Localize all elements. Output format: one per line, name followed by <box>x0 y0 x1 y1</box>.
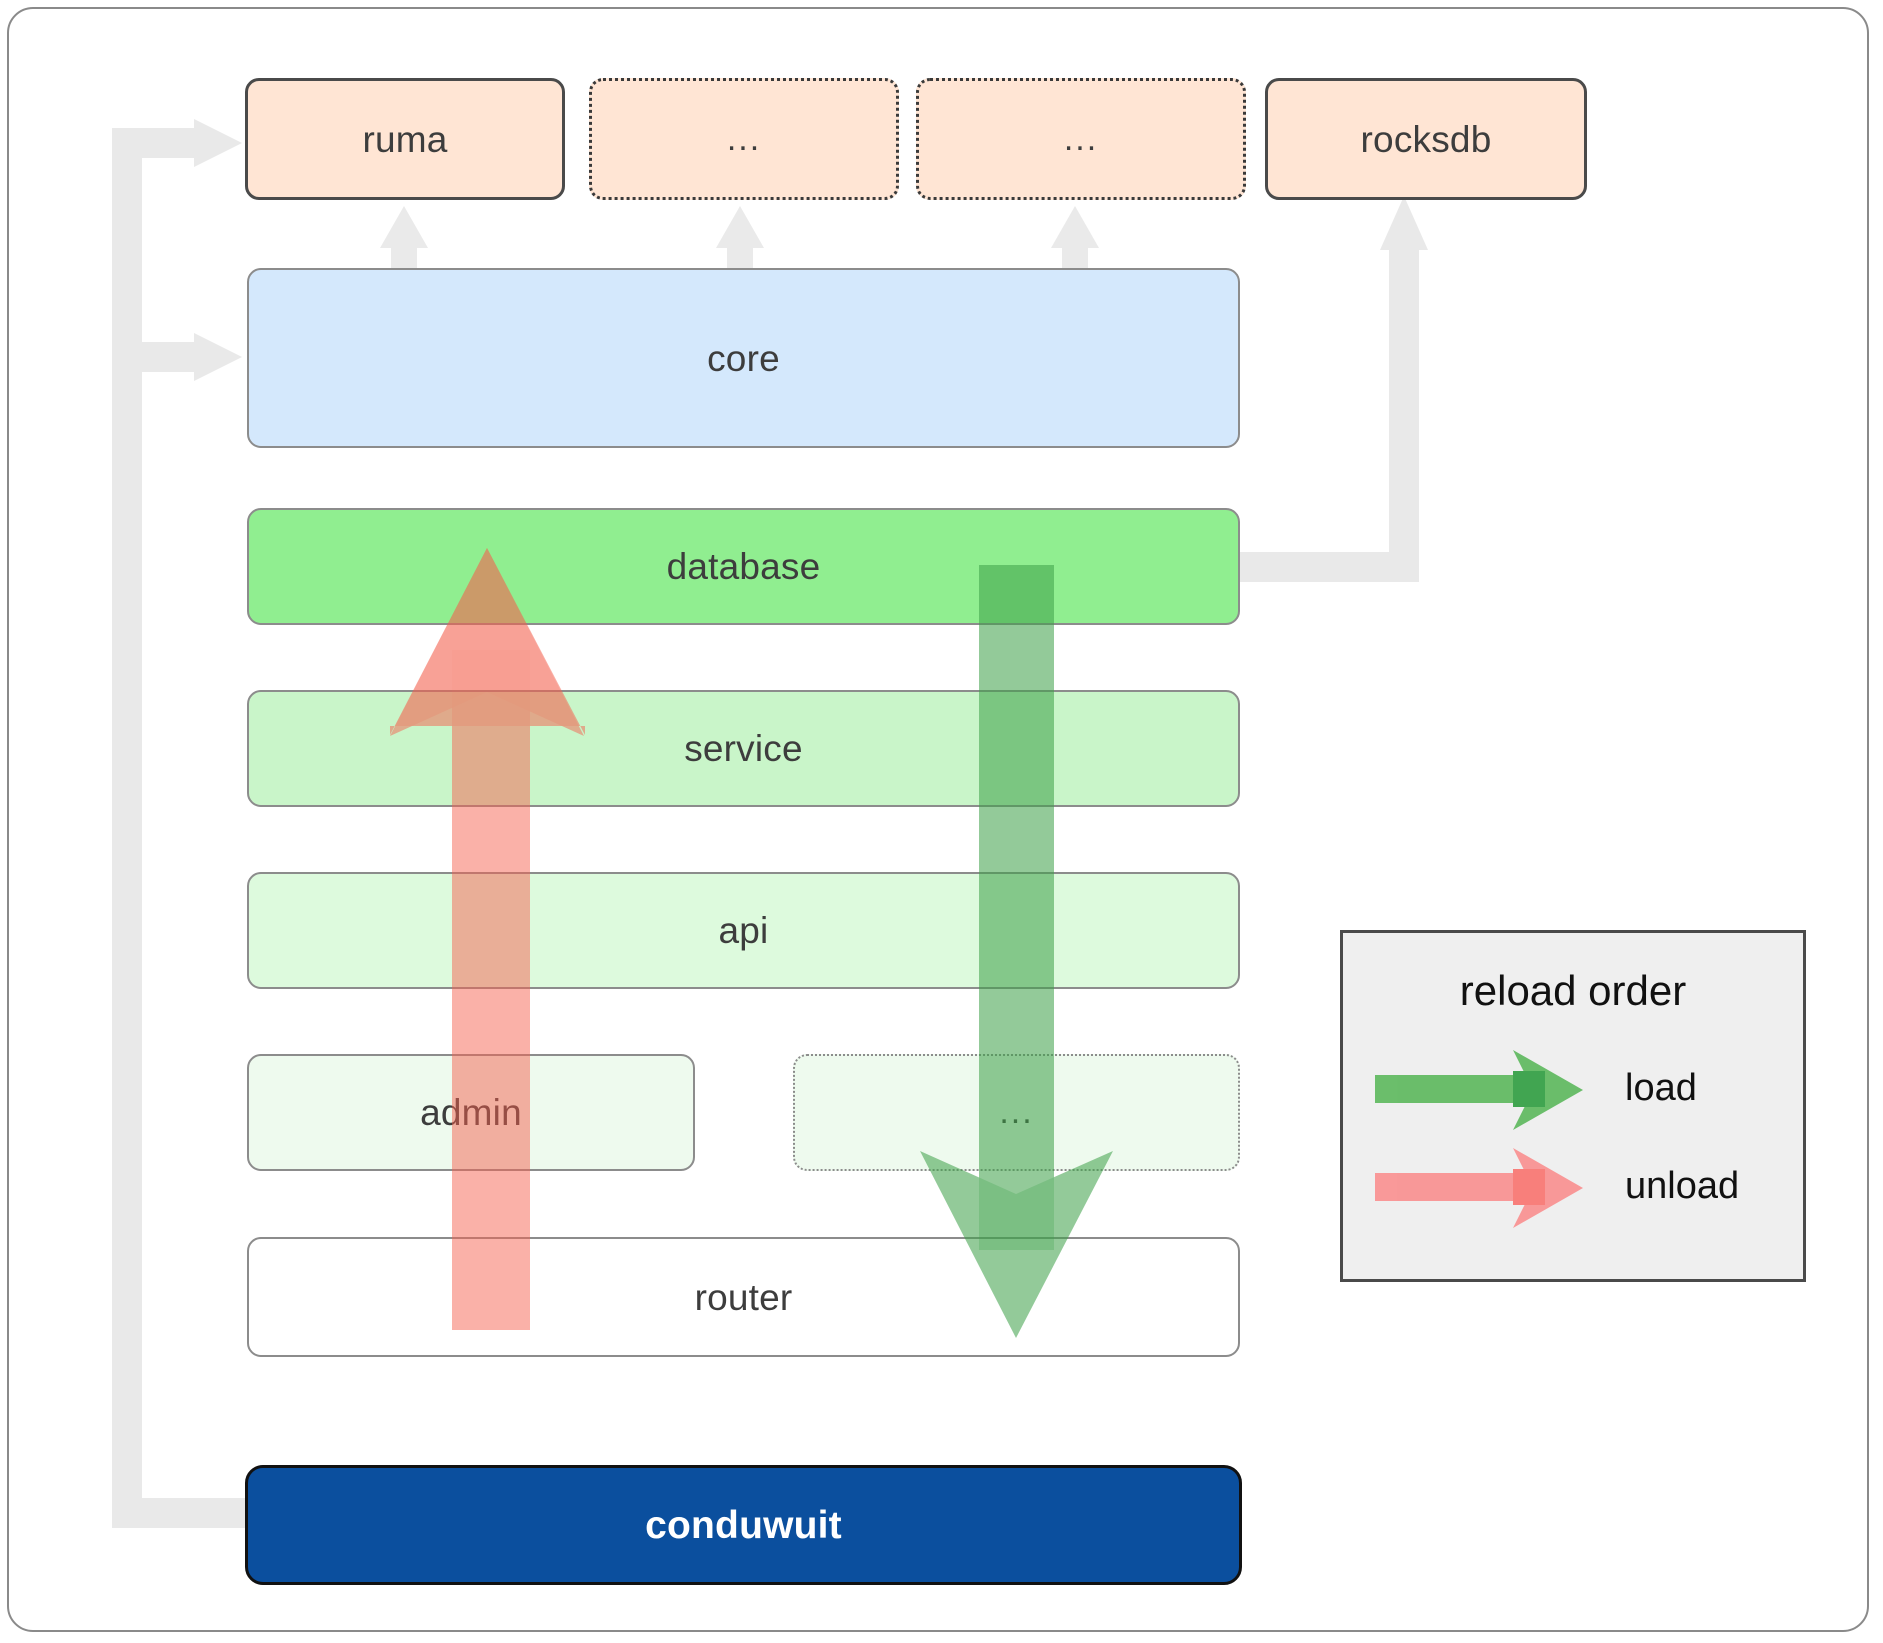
legend-label-unload: unload <box>1625 1165 1740 1207</box>
legend-arrow-icons <box>1375 1050 1583 1228</box>
layer-label-router: router <box>694 1276 793 1318</box>
layer-box-core[interactable]: core <box>247 268 1240 448</box>
layer-label-core: core <box>707 337 780 379</box>
layer-label-service: service <box>684 728 803 769</box>
dependency-label-rocksdb: rocksdb <box>1360 118 1492 160</box>
layer-label-admin: admin <box>420 1092 522 1133</box>
layer-box-router[interactable]: router <box>247 1237 1240 1357</box>
dependency-label-more-2: ... <box>1063 119 1099 158</box>
layer-box-database[interactable]: database <box>247 508 1240 625</box>
dependency-box-more-2[interactable]: ... <box>916 78 1246 200</box>
layer-label-database: database <box>666 546 821 587</box>
root-box-conduwuit[interactable]: conduwuit <box>245 1465 1242 1585</box>
load-arrow-icon <box>1375 1050 1583 1130</box>
root-label-conduwuit: conduwuit <box>645 1503 842 1547</box>
legend-title: reload order <box>1459 967 1687 1014</box>
connector-conduwuit-to-core-and-ruma <box>112 119 247 1528</box>
layer-box-admin[interactable]: admin <box>247 1054 695 1171</box>
layer-label-api: api <box>718 910 769 951</box>
dependency-box-rocksdb[interactable]: rocksdb <box>1265 78 1587 200</box>
dependency-label-ruma: ruma <box>362 118 448 160</box>
layer-label-more: ... <box>999 1093 1034 1132</box>
legend-panel: reload order load unload <box>1340 930 1806 1282</box>
legend-label-load: load <box>1625 1067 1697 1109</box>
layer-box-more[interactable]: ... <box>793 1054 1240 1171</box>
layer-box-service[interactable]: service <box>247 690 1240 807</box>
layer-box-api[interactable]: api <box>247 872 1240 989</box>
unload-arrow-icon <box>1375 1148 1583 1228</box>
dependency-label-more-1: ... <box>726 119 762 158</box>
connector-database-to-rocksdb <box>1239 196 1428 582</box>
connector-core-to-deps <box>380 206 1099 280</box>
dependency-box-ruma[interactable]: ruma <box>245 78 565 200</box>
dependency-box-more-1[interactable]: ... <box>589 78 899 200</box>
